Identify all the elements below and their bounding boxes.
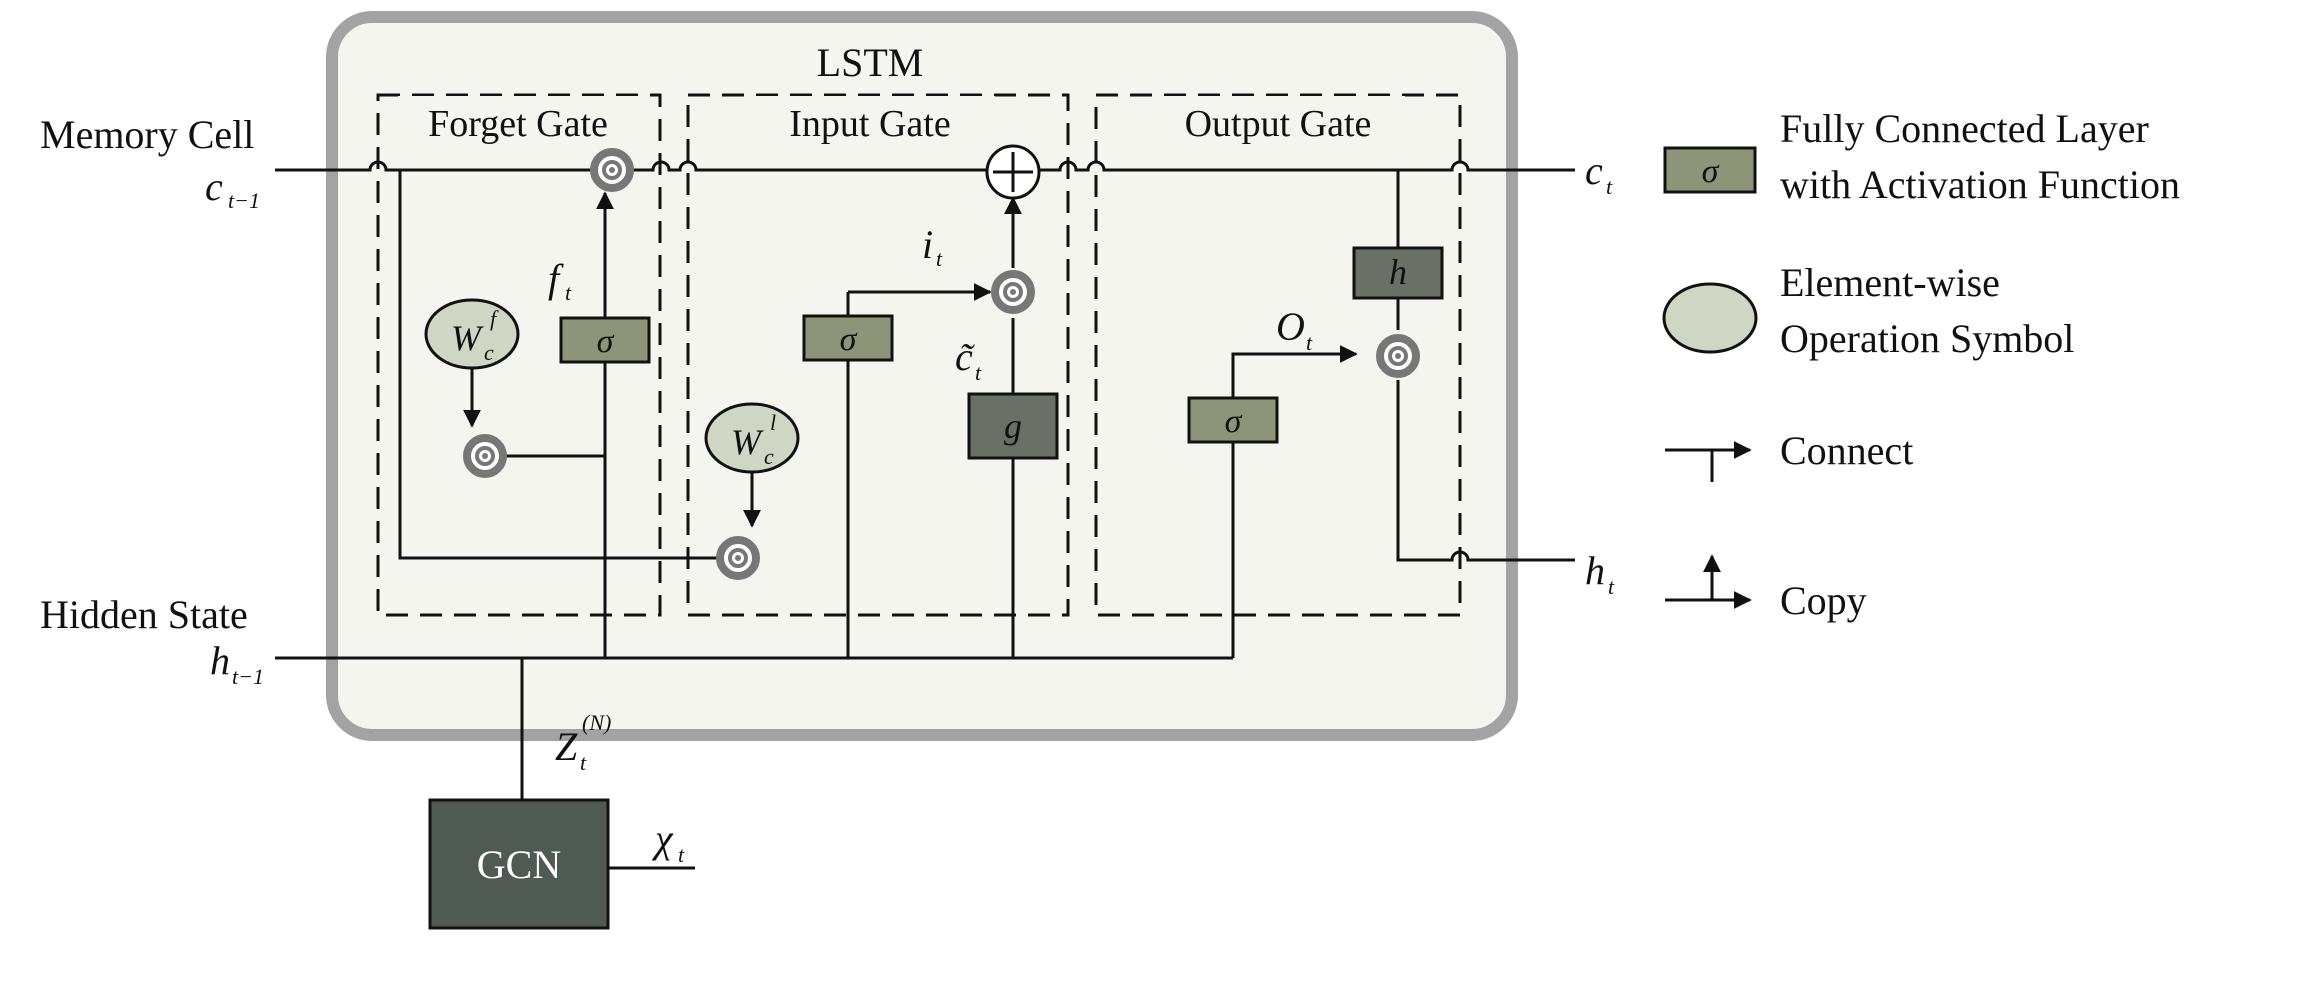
legend-fc-line1: Fully Connected Layer: [1780, 106, 2149, 151]
gcn-label: GCN: [477, 842, 561, 887]
svg-text:c̃: c̃: [955, 334, 975, 379]
svg-text:c: c: [484, 340, 494, 365]
svg-text:h: h: [1585, 548, 1605, 593]
svg-text:c: c: [205, 164, 223, 209]
legend-fc-swatch: [1663, 146, 1757, 194]
legend-fc-line2: with Activation Function: [1780, 162, 2180, 207]
legend-ew-line2: Operation Symbol: [1780, 316, 2074, 361]
input-gate-label: Input Gate: [789, 103, 950, 145]
output-gate-label: Output Gate: [1185, 103, 1372, 145]
output-sigma-box: [1187, 396, 1279, 444]
forget-gate-label: Forget Gate: [428, 103, 608, 145]
gcn-box: [428, 798, 610, 930]
lstm-title: LSTM: [817, 40, 924, 85]
svg-text:t: t: [1606, 174, 1613, 199]
svg-text:t: t: [1306, 330, 1313, 355]
add-icon: [985, 144, 1041, 200]
legend-ew-line1: Element-wise: [1780, 260, 2000, 305]
svg-text:h: h: [210, 638, 230, 683]
legend-copy: Copy: [1780, 578, 1867, 623]
svg-text:c: c: [1585, 148, 1603, 193]
svg-text:t: t: [565, 280, 572, 305]
svg-text:i: i: [922, 222, 933, 267]
svg-text:σ: σ: [1702, 153, 1720, 190]
svg-text:f: f: [490, 306, 499, 331]
svg-text:h: h: [1389, 252, 1407, 292]
wcf-ellipse: [424, 298, 520, 370]
forget-inner-multiply-icon: [463, 434, 507, 478]
svg-text:t: t: [580, 750, 587, 775]
legend: σ Fully Connected Layer with Activation …: [1662, 106, 2180, 623]
wci-ellipse: [704, 402, 800, 474]
svg-text:t−1: t−1: [228, 188, 260, 213]
tanh-h-box: [1352, 246, 1444, 300]
lstm-container: [326, 11, 1518, 741]
svg-text:Z: Z: [555, 724, 578, 769]
svg-text:l: l: [770, 410, 776, 435]
forget-sigma-box: [559, 316, 651, 364]
forget-gate-box: [376, 93, 662, 617]
svg-text:g: g: [1004, 406, 1022, 446]
svg-text:t−1: t−1: [232, 664, 264, 689]
svg-text:c: c: [764, 444, 774, 469]
svg-text:t: t: [678, 842, 685, 867]
svg-text:σ: σ: [597, 323, 615, 360]
input-gate-box: [686, 93, 1070, 617]
cell-copy-multiply-icon: [716, 536, 760, 580]
svg-text:χ: χ: [651, 816, 674, 861]
memory-cell-label: Memory Cell: [40, 112, 254, 157]
svg-text:(N): (N): [582, 710, 611, 735]
svg-text:σ: σ: [840, 321, 858, 358]
copy-icon: [1665, 554, 1752, 609]
connect-icon: [1665, 441, 1752, 482]
input-multiply-icon: [991, 270, 1035, 314]
svg-text:O: O: [1276, 304, 1305, 349]
cell-state-line: [275, 160, 1575, 172]
g-box: [967, 392, 1059, 460]
svg-text:t: t: [1608, 574, 1615, 599]
legend-connect: Connect: [1780, 428, 1913, 473]
output-gate-box: [1094, 93, 1462, 617]
forget-multiply-icon: [590, 148, 634, 192]
output-multiply-icon: [1376, 334, 1420, 378]
svg-text:σ: σ: [1225, 403, 1243, 440]
svg-text:W: W: [451, 318, 484, 358]
svg-text:t: t: [936, 246, 943, 271]
input-sigma-box: [802, 314, 894, 362]
svg-text:W: W: [731, 422, 764, 462]
legend-ellipse: [1662, 282, 1758, 354]
cell-copy-line: [398, 170, 718, 560]
hidden-state-label: Hidden State: [40, 592, 248, 637]
svg-text:t: t: [975, 360, 982, 385]
